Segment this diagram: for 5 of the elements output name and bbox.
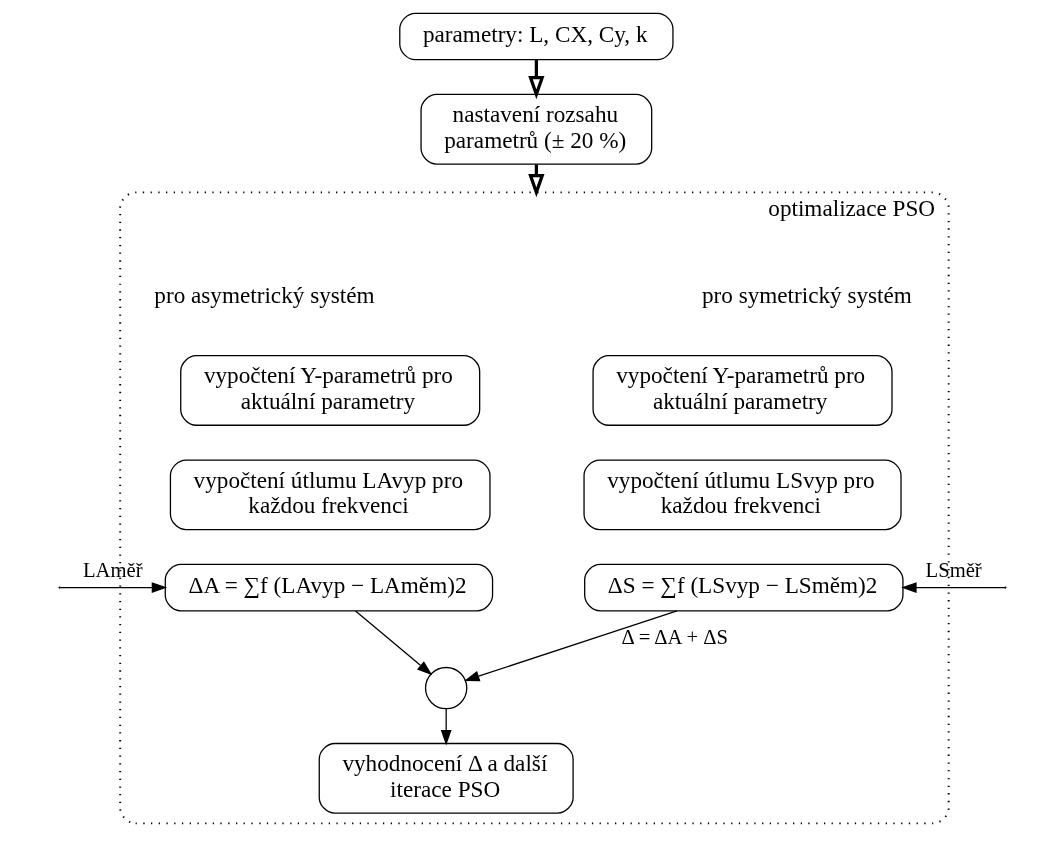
edge-label: LSměř <box>925 559 982 582</box>
edge-label: Δ = ΔA + ΔS <box>620 626 728 649</box>
edge-label: LAměř <box>82 559 143 582</box>
label: pro asymetrický systém <box>153 282 375 309</box>
label: pro symetrický systém <box>701 282 912 309</box>
